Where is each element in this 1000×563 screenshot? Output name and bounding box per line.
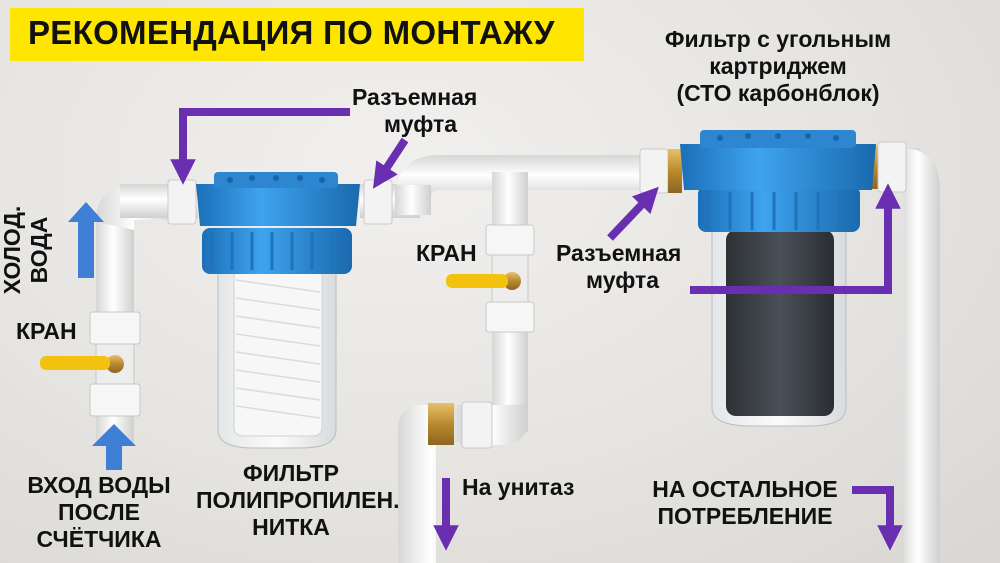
pp-filter-label-line2: ПОЛИПРОПИЛЕН. xyxy=(196,487,400,513)
coupling-right-label-line2: муфта xyxy=(586,267,660,293)
cold-water-label-line1: ХОЛОД. xyxy=(0,205,25,295)
carbon-filter-label-line2: картриджем xyxy=(709,53,847,79)
rest-consumption-label-line2: ПОТРЕБЛЕНИЕ xyxy=(657,503,833,529)
fittings xyxy=(167,141,907,449)
coupling-right-label: Разъемная муфта xyxy=(556,240,706,294)
coupling-top-label-line2: муфта xyxy=(384,111,458,137)
inlet-up-arrow-icon xyxy=(92,424,136,470)
coupling-top-left-arrow-icon xyxy=(170,108,350,185)
left-valve-label: КРАН xyxy=(16,318,77,344)
inlet-label-line1: ВХОД ВОДЫ xyxy=(27,472,171,498)
page-title: РЕКОМЕНДАЦИЯ ПО МОНТАЖУ xyxy=(28,14,555,51)
pp-filter xyxy=(196,172,360,449)
rest-consumption-label: НА ОСТАЛЬНОЕ ПОТРЕБЛЕНИЕ xyxy=(640,476,850,530)
inlet-label: ВХОД ВОДЫ ПОСЛЕ СЧЁТЧИКА xyxy=(14,472,184,553)
toilet-label: На унитаз xyxy=(462,474,575,500)
pp-filter-label: ФИЛЬТР ПОЛИПРОПИЛЕН. НИТКА xyxy=(196,460,400,541)
cold-water-label: ХОЛОД. ВОДА xyxy=(0,175,59,325)
inlet-label-line2: ПОСЛЕ xyxy=(58,499,140,525)
carbon-filter xyxy=(680,130,876,427)
carbon-filter-label-line1: Фильтр с угольным xyxy=(664,26,892,52)
blue-arrows xyxy=(68,202,136,470)
coupling-top-label: Разъемная муфта xyxy=(352,84,502,138)
carbon-filter-label-line3: (СТО карбонблок) xyxy=(676,80,880,106)
cold-water-up-arrow-icon xyxy=(68,202,104,278)
left-valve xyxy=(40,311,141,417)
coupling-top-label-line1: Разъемная xyxy=(352,84,478,110)
cold-water-label-line2: ВОДА xyxy=(26,216,52,284)
carbon-filter-label: Фильтр с угольным картриджем (СТО карбон… xyxy=(622,26,934,107)
middle-valve-label: КРАН xyxy=(416,240,477,266)
pp-filter-label-line3: НИТКА xyxy=(252,514,330,540)
coupling-top-right-arrow-icon xyxy=(372,137,409,189)
rest-consumption-arrow-icon xyxy=(852,486,903,551)
rest-consumption-label-line1: НА ОСТАЛЬНОЕ xyxy=(652,476,838,502)
pp-filter-label-line1: ФИЛЬТР xyxy=(243,460,339,486)
inlet-label-line3: СЧЁТЧИКА xyxy=(36,526,162,552)
coupling-right-label-line1: Разъемная xyxy=(556,240,682,266)
middle-valve xyxy=(446,224,535,333)
title-banner xyxy=(10,8,584,61)
coupling-right-arrow-icon xyxy=(607,186,659,241)
coupling-right-long-arrow-icon xyxy=(690,183,901,294)
purple-arrows xyxy=(170,108,903,551)
